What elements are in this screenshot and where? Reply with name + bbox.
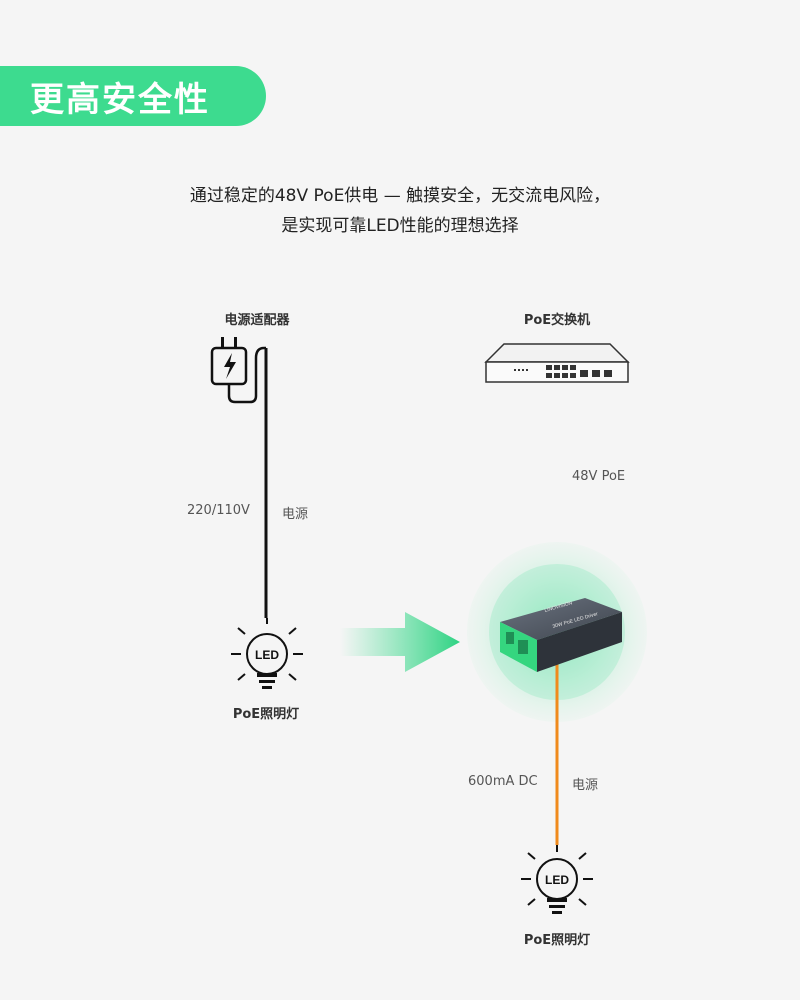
title-banner: 更高安全性 bbox=[0, 66, 266, 126]
left-lamp-label: PoE照明灯 bbox=[232, 707, 300, 722]
poe-switch-label: PoE交换机 bbox=[523, 313, 591, 328]
description-line-2: 是实现可靠LED性能的理想选择 bbox=[281, 216, 519, 236]
description-line-1: 通过稳定的48V PoE供电 — 触摸安全，无交流电风险， bbox=[189, 186, 611, 206]
left-bulb-text: LED bbox=[255, 648, 279, 662]
left-power-label: 电源 bbox=[282, 507, 309, 522]
power-adapter-icon bbox=[210, 337, 266, 404]
right-power-label: 电源 bbox=[572, 778, 599, 793]
right-lamp-label: PoE照明灯 bbox=[523, 933, 591, 948]
right-bulb-text: LED bbox=[545, 873, 569, 887]
voltage-label: 220/110V bbox=[187, 503, 250, 518]
led-bulb-icon: LED bbox=[231, 618, 303, 689]
transition-arrow-icon bbox=[340, 612, 460, 672]
page-title: 更高安全性 bbox=[30, 79, 210, 120]
poe-voltage-label: 48V PoE bbox=[572, 469, 626, 484]
led-bulb-icon: LED bbox=[521, 845, 593, 914]
poe-led-driver-device: LINOVISION 30W PoE LED Driver bbox=[500, 598, 622, 672]
current-label: 600mA DC bbox=[468, 774, 538, 789]
power-adapter-label: 电源适配器 bbox=[224, 313, 290, 328]
poe-switch-icon bbox=[484, 343, 630, 383]
